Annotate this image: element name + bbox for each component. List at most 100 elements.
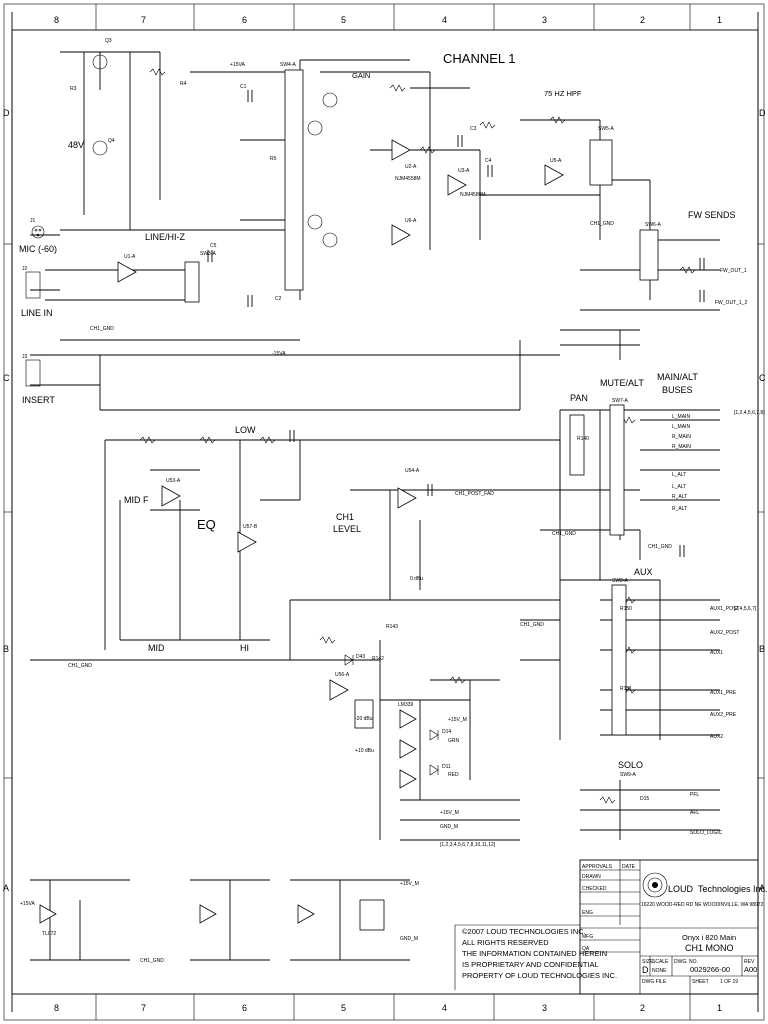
net-label: AUX1_PRE bbox=[710, 690, 737, 696]
checked-label: CHECKED bbox=[582, 886, 607, 892]
row-label: B bbox=[759, 644, 765, 654]
component-ref: SW4-A bbox=[280, 62, 297, 68]
component-ref: D14 bbox=[442, 729, 451, 735]
col-label: 1 bbox=[717, 1003, 722, 1013]
pan-label: PAN bbox=[570, 393, 588, 403]
col-label: 8 bbox=[54, 15, 59, 25]
row-label: A bbox=[759, 883, 765, 893]
net-label: AUX2 bbox=[710, 734, 723, 740]
component-ref: C4 bbox=[485, 158, 492, 164]
approvals-header: APPROVALS bbox=[582, 864, 613, 870]
component-ref: U3-A bbox=[458, 168, 470, 174]
net-ref: [1,2,4,5,6,7,8] bbox=[734, 410, 765, 416]
row-label: C bbox=[759, 373, 766, 383]
net-label: PFL bbox=[690, 792, 699, 798]
led-group bbox=[344, 654, 439, 776]
component-ref: NJM4558M bbox=[395, 176, 421, 182]
dwg-no-label: DWG. NO. bbox=[674, 959, 698, 965]
net-label: FW_OUT_1_2 bbox=[715, 300, 747, 306]
opamp-group bbox=[39, 139, 564, 924]
buses-label: BUSES bbox=[662, 385, 693, 395]
ch1-label: CH1 bbox=[336, 512, 354, 522]
main-alt-label: MAIN/ALT bbox=[657, 372, 698, 382]
net-label: CH1_GND bbox=[90, 326, 114, 332]
net-label: AUX2_PRE bbox=[710, 712, 737, 718]
row-label: B bbox=[3, 644, 9, 654]
outer-frame bbox=[11, 29, 759, 995]
insert-label: INSERT bbox=[22, 395, 55, 405]
project-name: Onyx i 820 Main bbox=[682, 933, 736, 942]
hi-label: HI bbox=[240, 643, 249, 653]
net-label: R_MAIN bbox=[672, 444, 691, 450]
rev-value: A00 bbox=[744, 965, 757, 974]
component-ref: R5 bbox=[270, 156, 277, 162]
mfg-label: MFG bbox=[582, 934, 593, 940]
col-label: 4 bbox=[442, 1003, 447, 1013]
net-label: +15V_M bbox=[400, 881, 419, 887]
sheet-border bbox=[3, 3, 765, 1021]
mic-label: MIC (-60) bbox=[19, 244, 57, 254]
component-ref: U1-A bbox=[124, 254, 136, 260]
component-ref: R143 bbox=[386, 624, 398, 630]
fw-sends-label: FW SENDS bbox=[688, 210, 736, 220]
col-label: 1 bbox=[717, 15, 722, 25]
net-label: AFL bbox=[690, 810, 699, 816]
eq-label: EQ bbox=[197, 517, 216, 532]
col-label: 7 bbox=[141, 1003, 146, 1013]
component-ref: SW3-A bbox=[200, 251, 217, 257]
gain-label: GAIN bbox=[352, 71, 370, 80]
net-label: GND_M bbox=[440, 824, 458, 830]
net-label: +15V_M bbox=[440, 810, 459, 816]
post-fader-net: CH1_POST_FAD bbox=[455, 491, 494, 497]
net-label: +10 dBu bbox=[355, 748, 374, 754]
row-label: A bbox=[3, 883, 9, 893]
net-label: SOLO_LOGIC bbox=[690, 830, 723, 836]
net-label: R_ALT bbox=[672, 506, 687, 512]
net-label: L_MAIN bbox=[672, 424, 690, 430]
low-label: LOW bbox=[235, 425, 256, 435]
net-label: CH1_GND bbox=[552, 531, 576, 537]
component-ref: C1 bbox=[240, 84, 247, 90]
capacitor-group bbox=[207, 90, 705, 557]
net-label: AUX1_POST bbox=[710, 606, 739, 612]
title-block bbox=[579, 859, 759, 995]
component-ref: U57-B bbox=[243, 524, 258, 530]
date-header: DATE bbox=[622, 864, 636, 870]
row-label: D bbox=[3, 108, 10, 118]
copyright-line: IS PROPRIETARY AND CONFIDENTIAL bbox=[462, 960, 599, 969]
component-ref: SW7-A bbox=[612, 398, 629, 404]
component-ref: J3 bbox=[22, 354, 28, 360]
col-label: 7 bbox=[141, 15, 146, 25]
net-label: FW_OUT_1 bbox=[720, 268, 747, 274]
net-label: GRN bbox=[448, 738, 460, 744]
level-label: LEVEL bbox=[333, 524, 361, 534]
copyright-line: ©2007 LOUD TECHNOLOGIES INC. bbox=[462, 927, 586, 936]
net-label: -20 dBu bbox=[355, 716, 373, 722]
net-label: AUX2_POST bbox=[710, 630, 739, 636]
component-ref: SW9-A bbox=[620, 772, 637, 778]
component-ref: R3 bbox=[70, 86, 77, 92]
dwg-no-value: 0029266-00 bbox=[690, 965, 730, 974]
scale-label: SCALE bbox=[652, 959, 669, 965]
component-ref: C2 bbox=[275, 296, 282, 302]
col-label: 8 bbox=[54, 1003, 59, 1013]
net-label: GND_M bbox=[400, 936, 418, 942]
component-ref: Q4 bbox=[108, 138, 115, 144]
company-address: 16220 WOOD-RED RD NE WOODINVILLE, WA 980… bbox=[641, 902, 764, 908]
net-label: CH1_GND bbox=[68, 663, 92, 669]
component-ref: TL072 bbox=[42, 931, 56, 937]
component-ref: U6-A bbox=[405, 218, 417, 224]
sheet-heading: CHANNEL 1 bbox=[443, 51, 515, 66]
component-ref: R142 bbox=[372, 656, 384, 662]
copyright-line: PROPERTY OF LOUD TECHNOLOGIES INC. bbox=[462, 971, 617, 980]
rev-label: REV bbox=[744, 959, 755, 965]
net-ref: [2,4,5,6,7] bbox=[734, 606, 757, 612]
component-ref: D43 bbox=[356, 654, 365, 660]
component-ref: SW6-A bbox=[645, 222, 662, 228]
component-ref: LM339 bbox=[398, 702, 414, 708]
col-label: 3 bbox=[542, 15, 547, 25]
copyright-line: ALL RIGHTS RESERVED bbox=[462, 938, 549, 947]
hpf-label: 75 HZ HPF bbox=[544, 89, 582, 98]
col-label: 5 bbox=[341, 15, 346, 25]
component-ref: U2-A bbox=[405, 164, 417, 170]
